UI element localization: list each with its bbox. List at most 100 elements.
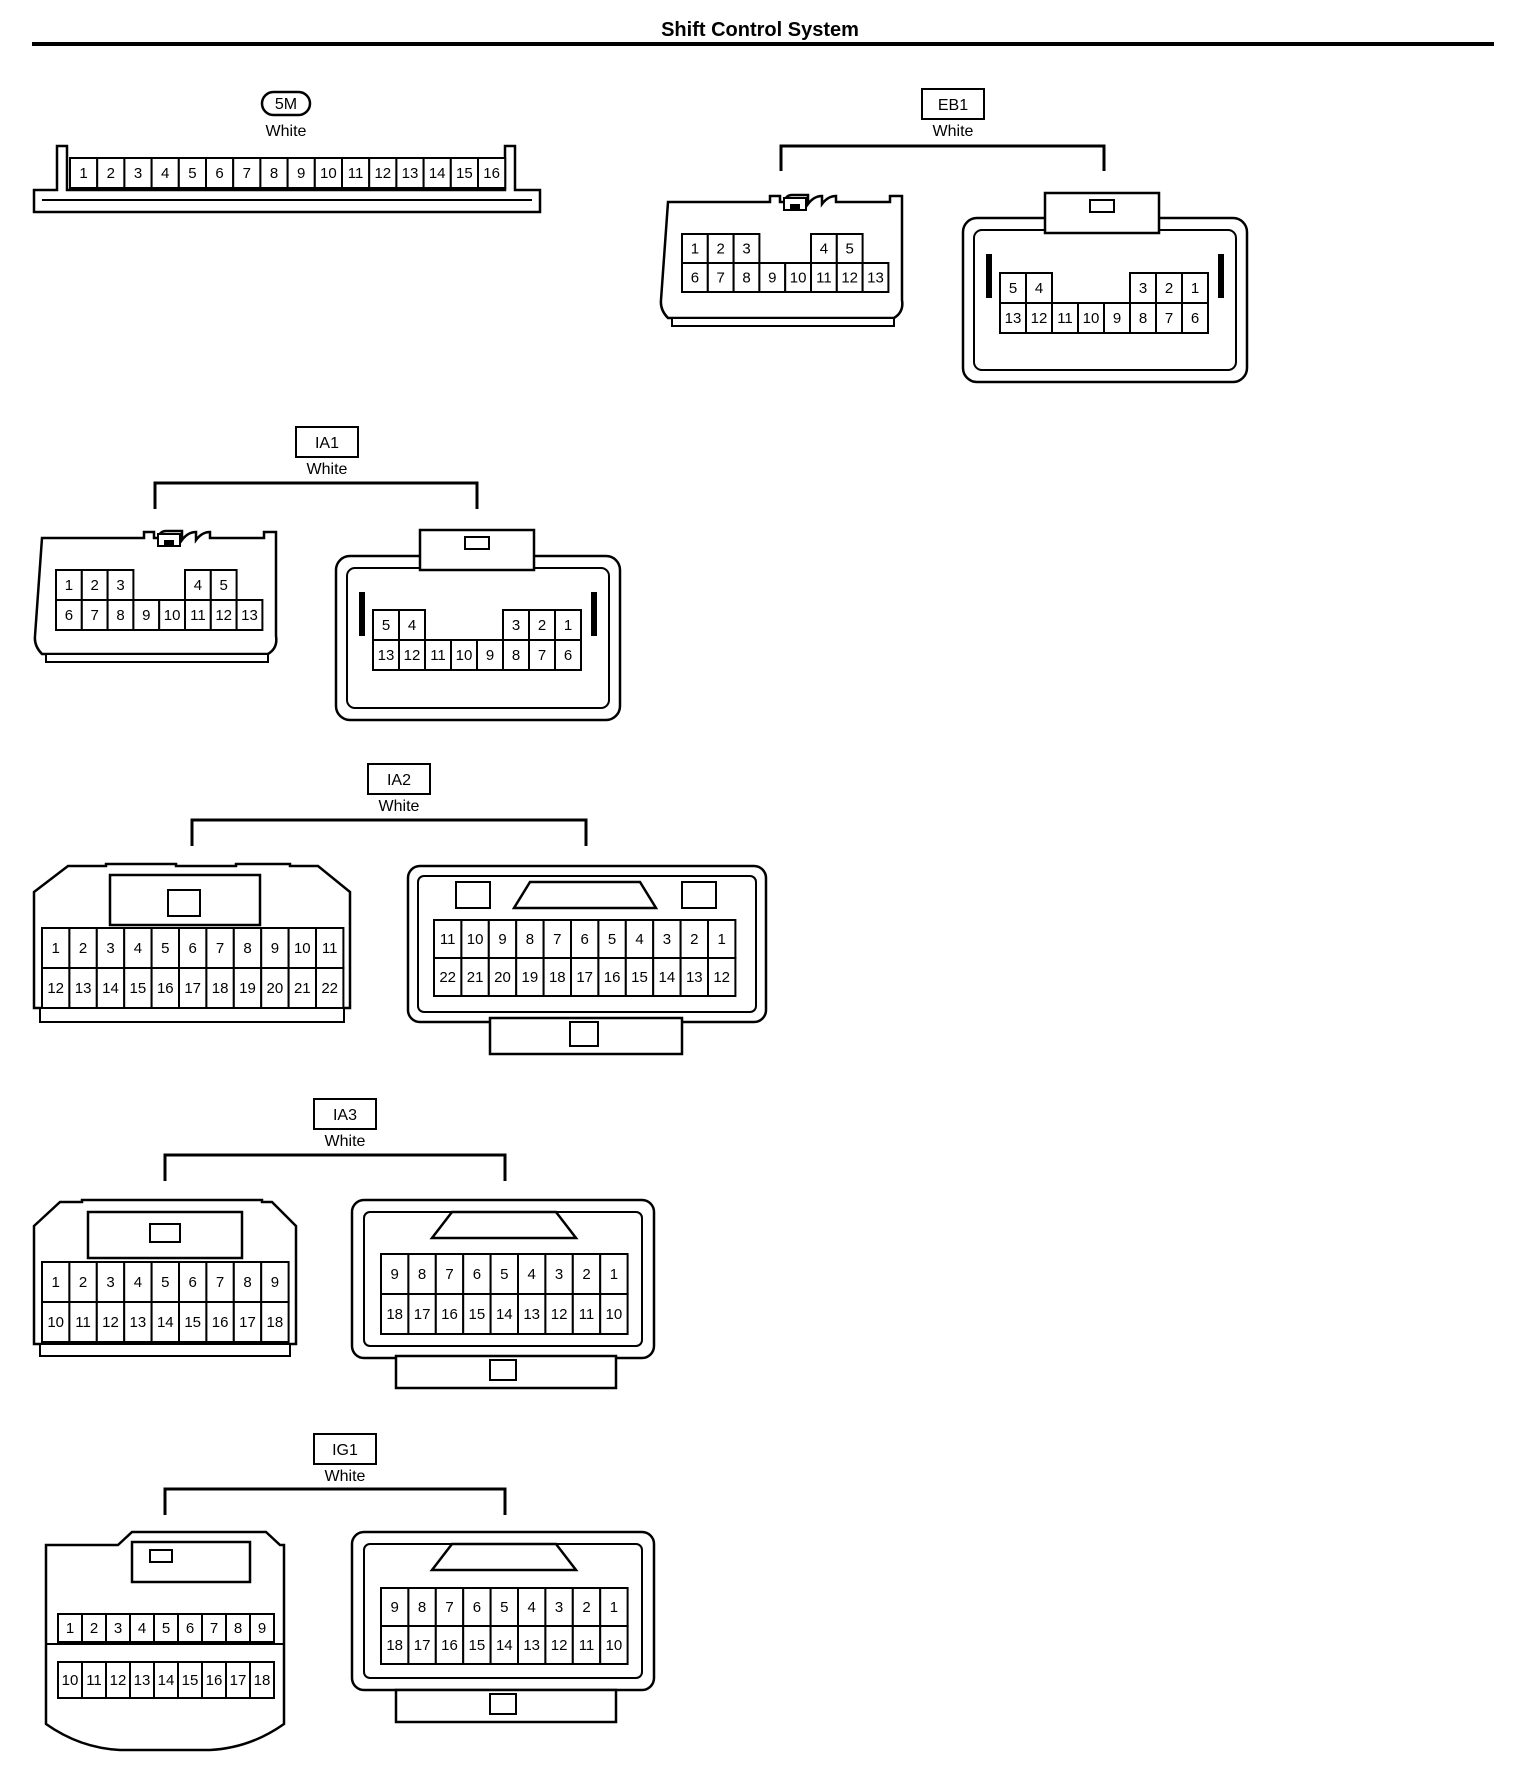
pin-number: 17: [230, 1672, 247, 1689]
pin-cavity: [368, 157, 398, 189]
pin-number: 19: [522, 969, 539, 986]
lock-housing: [429, 1210, 579, 1240]
pin-number: 11: [75, 1314, 91, 1331]
housing-base: [671, 317, 895, 327]
pin-cavity: [487, 957, 518, 997]
lock-tab-slot: [164, 540, 174, 546]
pin-number: 2: [690, 931, 698, 948]
pin-cavity: [1129, 302, 1157, 334]
pin-number: 2: [90, 1620, 98, 1637]
pin-cavity: [372, 609, 400, 641]
pin-number: 10: [294, 940, 311, 957]
pin-number: 2: [717, 241, 725, 258]
lock-tab: [149, 1549, 173, 1563]
pin-number: 7: [91, 607, 99, 624]
pin-cavity: [515, 919, 545, 959]
connector-color: White: [379, 798, 420, 815]
pin-number: 15: [456, 165, 473, 182]
pin-number: 8: [234, 1620, 242, 1637]
pin-cavity: [235, 599, 264, 631]
pin-number: 6: [215, 165, 223, 182]
pin-cavity: [177, 157, 208, 189]
pin-number: 17: [184, 980, 201, 997]
pin-cavity: [502, 609, 530, 641]
pin-cavity: [201, 1613, 227, 1643]
pin-cavity: [177, 1613, 203, 1643]
pin-cavity: [517, 1587, 547, 1627]
pin-number: 1: [564, 617, 572, 634]
lock-housing: [130, 1540, 252, 1584]
pin-cavity: [96, 157, 126, 189]
pin-number: 11: [816, 270, 832, 287]
pin-cavity: [178, 1301, 208, 1343]
pin-number: 18: [212, 980, 229, 997]
pin-cavity: [489, 1293, 520, 1335]
connector-code: IA3: [333, 1107, 357, 1124]
pin-number: 9: [1113, 310, 1121, 327]
lock-housing: [511, 880, 659, 910]
pin-number: 4: [528, 1599, 536, 1616]
pin-number: 5: [500, 1599, 508, 1616]
connector-color: White: [307, 461, 348, 478]
pin-number: 7: [243, 165, 251, 182]
pin-number: 13: [130, 1314, 147, 1331]
pin-number: 12: [404, 647, 421, 664]
pin-number: 5: [1009, 280, 1017, 297]
pin-cavity: [570, 919, 600, 959]
pin-cavity: [260, 1301, 290, 1343]
pin-number: 12: [215, 607, 232, 624]
pin-number: 17: [576, 969, 593, 986]
pin-number: 3: [555, 1266, 563, 1283]
pin-number: 12: [551, 1637, 568, 1654]
pin-number: 2: [582, 1266, 590, 1283]
connector-code-label: [921, 88, 985, 120]
pin-number: 6: [473, 1266, 481, 1283]
pin-number: 10: [790, 270, 807, 287]
pin-cavity: [153, 1661, 179, 1699]
connector-housing: [32, 144, 542, 214]
pin-cavity: [679, 957, 709, 997]
pin-number: 10: [164, 607, 181, 624]
pin-number: 22: [321, 980, 338, 997]
pin-cavity: [395, 157, 425, 189]
pin-number: 12: [102, 1314, 119, 1331]
connector-color: White: [325, 1133, 366, 1150]
connector-color: White: [266, 123, 307, 140]
pin-cavity: [489, 1625, 520, 1665]
pin-cavity: [433, 957, 463, 997]
pin-number: 4: [408, 617, 416, 634]
pin-number: 7: [1165, 310, 1173, 327]
pin-number: 12: [110, 1672, 127, 1689]
pin-number: 9: [486, 647, 494, 664]
pin-number: 8: [418, 1599, 426, 1616]
lock-tab: [149, 1223, 181, 1243]
pin-number: 5: [161, 1274, 169, 1291]
pin-number: 3: [114, 1620, 122, 1637]
connector-code-label: [313, 1433, 377, 1465]
pin-number: 2: [582, 1599, 590, 1616]
pin-number: 13: [1005, 310, 1022, 327]
connector-code: IA1: [315, 435, 339, 452]
pin-number: 11: [430, 647, 446, 664]
pin-number: 2: [79, 1274, 87, 1291]
pin-number: 11: [322, 940, 338, 957]
pin-number: 3: [663, 931, 671, 948]
pin-number: 12: [713, 969, 730, 986]
connector-code: IA2: [387, 772, 411, 789]
connector-code: IG1: [332, 1442, 358, 1459]
pin-number: 16: [157, 980, 174, 997]
connector-inner-wall: [417, 875, 757, 1013]
pin-cavity: [1077, 302, 1105, 334]
pin-number: 13: [523, 1637, 540, 1654]
housing-base: [39, 1343, 291, 1357]
pin-number: 1: [691, 241, 699, 258]
pin-number: 17: [414, 1637, 431, 1654]
page-title: Shift Control System: [661, 19, 859, 41]
pin-number: 1: [718, 931, 726, 948]
guide-rail: [986, 254, 992, 298]
pin-number: 5: [220, 577, 228, 594]
pin-cavity: [542, 957, 572, 997]
